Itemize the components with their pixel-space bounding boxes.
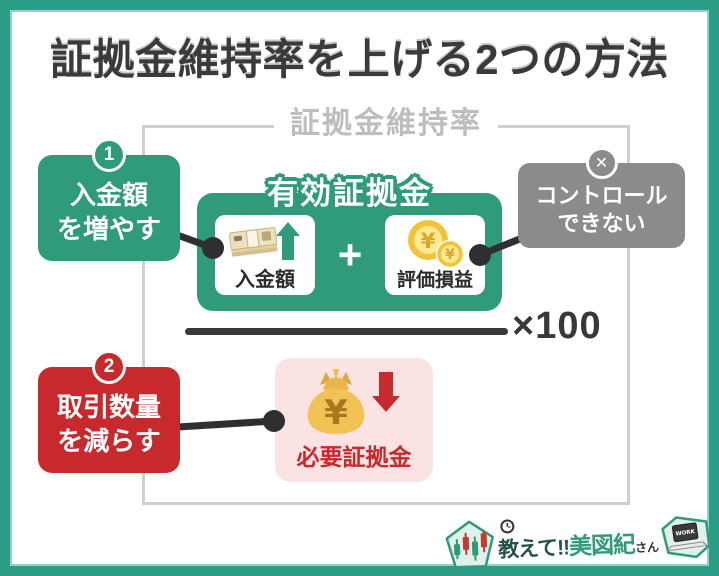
page-title: 証拠金維持率を上げる2つの方法: [50, 36, 669, 83]
money-bag-down-arrow-icon: ¥: [294, 366, 414, 448]
candlestick-icon: [443, 518, 497, 576]
banknote-up-arrow-icon: [228, 218, 301, 273]
cross-badge-icon: ✕: [585, 147, 618, 179]
frame-label-text: 証拠金維持率: [274, 104, 498, 144]
numerator-label: 有効証拠金: [267, 176, 432, 211]
svg-text:¥: ¥: [324, 393, 348, 433]
pnl-card: ¥ ¥ 評価損益: [385, 215, 485, 295]
laptop-screen-text: WORK: [675, 529, 696, 538]
deposit-card: 入金額: [215, 215, 315, 295]
fraction-bar: [185, 328, 508, 335]
yen-coins-icon: ¥ ¥: [402, 218, 468, 275]
plus-sign: +: [337, 231, 363, 278]
uncontrollable-box: ✕ コントロール できない: [518, 147, 685, 248]
laptop-icon: WORK: [660, 514, 712, 565]
svg-text:¥: ¥: [421, 229, 436, 253]
method1-label: 入金額 を増やす: [56, 180, 161, 244]
clock-icon: [499, 518, 516, 540]
required-margin-label: 必要証拠金: [296, 444, 412, 470]
uncontrollable-label: コントロール できない: [535, 183, 668, 236]
number1-badge-icon: 1: [92, 138, 126, 172]
pnl-card-label: 評価損益: [396, 270, 473, 291]
logo-text: 教えて!! 美図紀 さん: [498, 518, 660, 564]
method2-label: 取引数量 を減らす: [56, 392, 161, 456]
deposit-card-label: 入金額: [235, 269, 295, 291]
required-margin-box: ¥ 必要証拠金: [275, 358, 433, 482]
svg-text:¥: ¥: [445, 247, 455, 263]
method2-box: 2 取引数量 を減らす: [38, 350, 180, 473]
logo-part3: さん: [634, 539, 660, 555]
multiplier-text: ×100: [512, 305, 602, 347]
frame-label: 証拠金維持率: [142, 104, 630, 144]
number2-badge-icon: 2: [92, 350, 126, 384]
effective-margin-box: 入金額 + ¥ ¥ 評価損益: [197, 193, 502, 311]
site-logo: 教えて!! 美図紀 さん WORK: [443, 510, 712, 576]
method1-box: 1 入金額 を増やす: [38, 138, 180, 261]
logo-part2: 美図紀: [568, 530, 636, 559]
